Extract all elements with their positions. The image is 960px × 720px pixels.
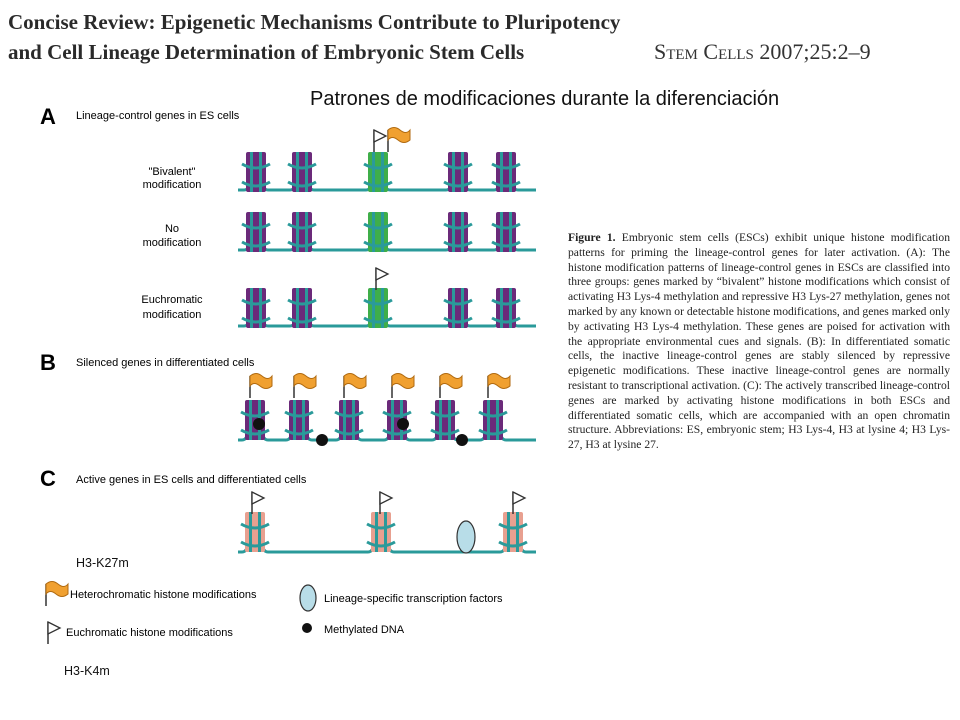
figure-caption: Figure 1. Embryonic stem cells (ESCs) ex… <box>568 231 950 453</box>
legend: Heterochromatic histone modifications Eu… <box>45 580 503 645</box>
euchromatic-label-line2: modification <box>143 309 202 321</box>
legend-tf-icon <box>299 584 317 612</box>
article-title-line-2: and Cell Lineage Determination of Embryo… <box>8 40 525 64</box>
legend-heterochromatic: Heterochromatic histone modifications <box>70 589 257 601</box>
panel-c-title: Active genes in ES cells and differentia… <box>76 474 307 486</box>
legend-euchromatic: Euchromatic histone modifications <box>66 627 233 639</box>
panel-b-title: Silenced genes in differentiated cells <box>76 357 255 369</box>
no-mod-label-line2: modification <box>143 237 202 249</box>
legend-methyl-icon <box>302 623 312 633</box>
caption-label: Figure 1. <box>568 231 616 244</box>
euchromatic-label-line1: Euchromatic <box>141 294 203 306</box>
article-title-line-1: Concise Review: Epigenetic Mechanisms Co… <box>8 10 621 34</box>
panel-a-letter: A <box>40 104 56 129</box>
row-active <box>238 491 536 554</box>
panel-a-title: Lineage-control genes in ES cells <box>76 110 240 122</box>
caption-text: Embryonic stem cells (ESCs) exhibit uniq… <box>568 231 950 452</box>
row-silenced <box>238 372 536 446</box>
row-no-modification <box>238 210 536 254</box>
bivalent-label-line2: modification <box>143 179 202 191</box>
bivalent-label-line1: "Bivalent" <box>149 166 196 178</box>
row-bivalent <box>238 126 536 194</box>
legend-tf: Lineage-specific transcription factors <box>324 593 503 605</box>
legend-dna: Methylated DNA <box>324 624 405 636</box>
panel-b-letter: B <box>40 350 56 375</box>
note-h3-k27m: H3-K27m <box>76 556 129 570</box>
legend-orange-flag-icon <box>45 580 69 607</box>
no-mod-label-line1: No <box>165 223 179 235</box>
row-euchromatic <box>238 267 536 330</box>
slide-title: Patrones de modificaciones durante la di… <box>310 88 780 110</box>
legend-triangle-flag-icon <box>47 621 61 645</box>
panel-c-letter: C <box>40 466 56 491</box>
note-h3-k4m: H3-K4m <box>64 664 110 678</box>
journal-citation: Stem Cells 2007;25:2–9 <box>654 39 871 64</box>
